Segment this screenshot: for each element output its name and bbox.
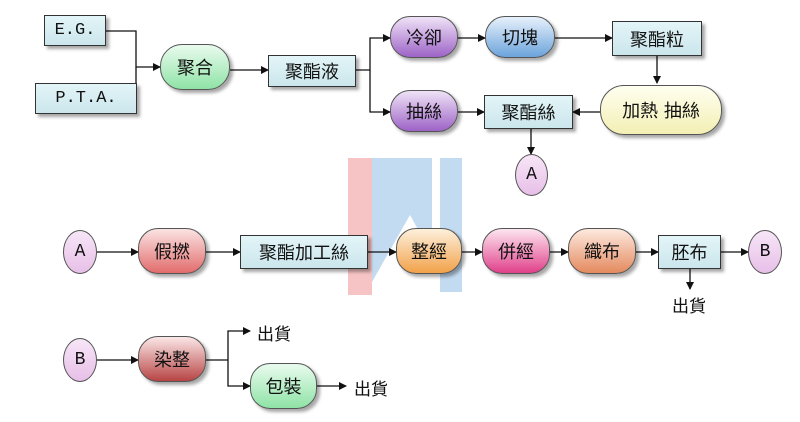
node-false-twist: 假撚 [138,228,206,274]
node-polymerize: 聚合 [160,44,230,90]
node-pta: P.T.A. [35,83,137,114]
connector-node-b-end: B [748,230,782,274]
connector-eg-polymerize [106,30,161,71]
label-ship-out-packaging: 出貨 [354,380,388,400]
node-dye-finish: 染整 [138,336,206,382]
label-ship-out-dye: 出貨 [257,325,291,345]
node-polyester-liquid: 聚酯液 [268,55,356,87]
node-cut-block: 切塊 [485,16,555,58]
watermark-logo [348,158,462,295]
node-warping: 整經 [396,228,462,274]
node-heat-spinning: 加熱 抽絲 [600,85,722,135]
connector-split-shipout [227,327,251,360]
node-spinning: 抽絲 [390,90,458,132]
node-weaving: 織布 [568,228,636,274]
node-polyester-processed-yarn: 聚酯加工絲 [240,235,368,269]
node-packaging: 包裝 [250,363,317,409]
connector-node-a-start: A [63,230,97,274]
node-eg: E.G. [44,15,106,46]
node-polyester-fiber: 聚酯絲 [484,95,573,129]
connector-node-a-top: A [515,154,548,196]
connector-liquid-spinning [369,70,391,116]
label-ship-out-greige: 出貨 [672,297,706,317]
connector-liquid-cooling [356,34,391,71]
node-polyester-chip: 聚酯粒 [612,21,702,56]
node-greige-cloth: 胚布 [658,235,721,269]
connector-node-b-start: B [63,338,97,382]
connector-split-packaging [227,360,251,390]
node-cooling: 冷卻 [390,16,458,58]
node-combine-warp: 併經 [482,228,550,274]
